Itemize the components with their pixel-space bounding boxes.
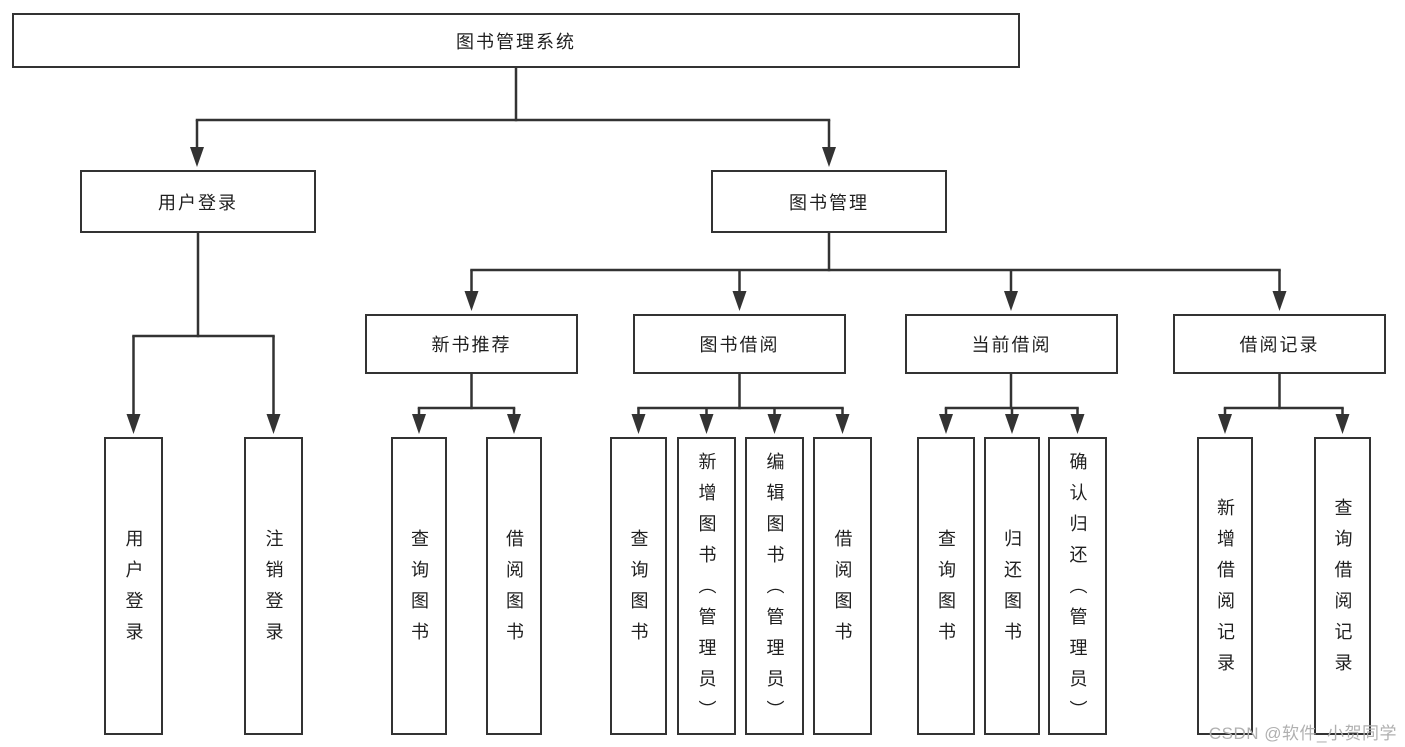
node-new-book-recommend: 新书推荐 — [365, 314, 578, 374]
leaf-add-book-admin: 新增图书（管理员） — [677, 437, 736, 735]
connector-user-login — [126, 233, 281, 434]
leaf-query-books-recommend: 查询图书 — [391, 437, 447, 735]
leaf-edit-book-admin: 编辑图书（管理员） — [745, 437, 804, 735]
node-borrowing-records: 借阅记录 — [1173, 314, 1386, 374]
connector-book-management — [464, 233, 1287, 311]
node-book-borrowing: 图书借阅 — [633, 314, 846, 374]
leaf-add-borrow-record: 新增借阅记录 — [1197, 437, 1253, 735]
node-current-borrowing: 当前借阅 — [905, 314, 1118, 374]
node-book-management: 图书管理 — [711, 170, 947, 233]
connector-borrowing-records — [1218, 374, 1350, 434]
leaf-query-books-current: 查询图书 — [917, 437, 975, 735]
leaf-borrow-books-recommend: 借阅图书 — [486, 437, 542, 735]
leaf-borrow-books-borrowing: 借阅图书 — [813, 437, 872, 735]
node-user-login-group: 用户登录 — [80, 170, 316, 233]
connector-current-borrowing — [939, 374, 1085, 434]
leaf-query-books-borrowing: 查询图书 — [610, 437, 667, 735]
leaf-query-borrow-record: 查询借阅记录 — [1314, 437, 1371, 735]
leaf-user-login: 用户登录 — [104, 437, 163, 735]
leaf-logout: 注销登录 — [244, 437, 303, 735]
connector-book-borrowing — [631, 374, 850, 434]
node-root: 图书管理系统 — [12, 13, 1020, 68]
watermark-text: CSDN @软件_小贺同学 — [1208, 724, 1397, 743]
leaf-confirm-return-admin: 确认归还（管理员） — [1048, 437, 1107, 735]
connector-new-book-recommend — [412, 374, 521, 434]
leaf-return-books: 归还图书 — [984, 437, 1040, 735]
connector-root — [190, 68, 836, 167]
